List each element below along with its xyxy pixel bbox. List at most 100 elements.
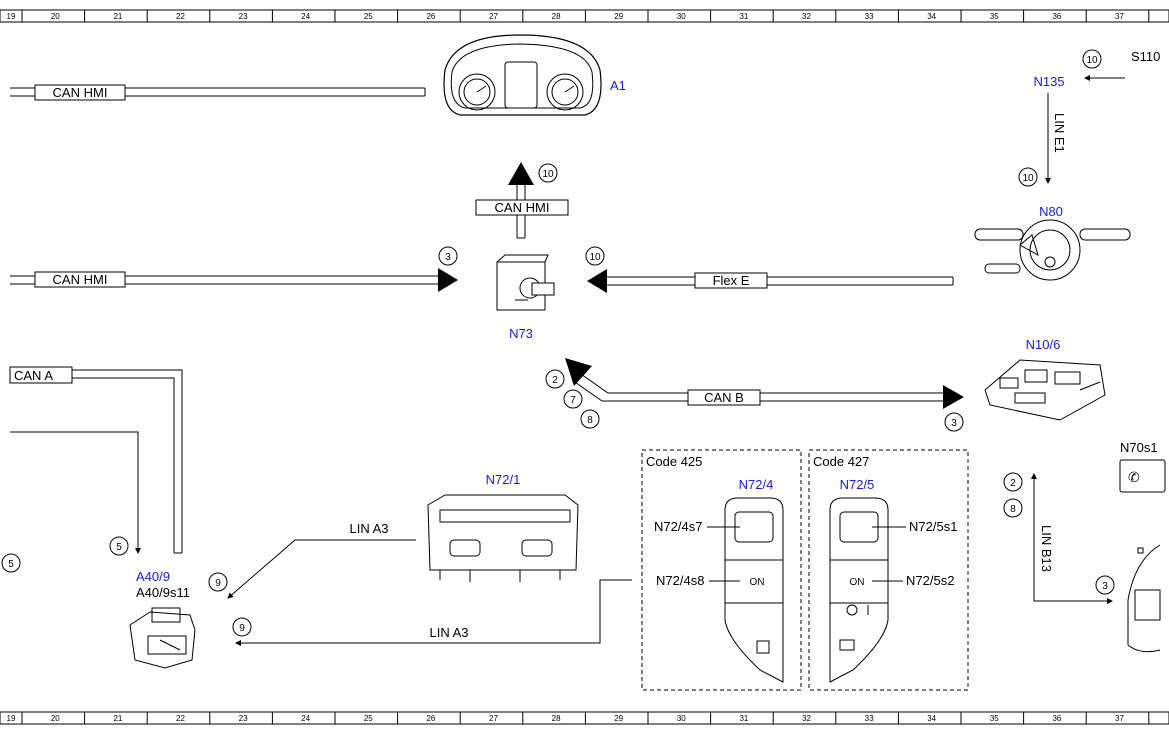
marker-9-lower: 9 (232, 617, 252, 637)
svg-text:8: 8 (1010, 504, 1016, 515)
flex-e-label: Flex E (713, 273, 750, 288)
lin-a3-lower-label: LIN A3 (429, 625, 468, 640)
ruler-tick-label: 28 (552, 12, 561, 21)
marker-5-edge: 5 (1, 553, 21, 573)
ruler-tick-label: 28 (552, 714, 561, 723)
can-b-line: CAN B (565, 358, 964, 409)
marker-3-n73: 3 (438, 246, 458, 266)
ignition-switch-icon (496, 254, 555, 311)
switch-panel-left-icon (724, 497, 784, 683)
marker-8-linb13: 8 (1003, 498, 1023, 518)
label-n72-5s2: N72/5s2 (906, 573, 954, 588)
ruler-tick-label: 30 (677, 714, 686, 723)
ruler-tick-label: 22 (176, 714, 185, 723)
label-a1: A1 (610, 78, 626, 93)
label-n80: N80 (1039, 204, 1063, 219)
switch-panel-right-icon (829, 497, 889, 683)
label-n73: N73 (509, 326, 533, 341)
ruler-tick-label: 19 (7, 714, 16, 723)
ruler-tick-label: 26 (426, 714, 435, 723)
can-a-label: CAN A (14, 368, 53, 383)
instrument-cluster-icon (443, 34, 602, 116)
can-hmi-mid-label: CAN HMI (53, 272, 108, 287)
phone-service-icon: ✆ (1119, 459, 1166, 493)
ruler-tick-label: 35 (990, 12, 999, 21)
can-a-line: CAN A (9, 366, 183, 554)
can-hmi-top-line: CAN HMI (10, 84, 426, 101)
ruler-tick-label: 24 (301, 714, 310, 723)
ruler-tick-label: 20 (51, 714, 60, 723)
code-425-label: Code 425 (646, 454, 702, 469)
ruler-tick-label: 23 (239, 714, 248, 723)
svg-text:✆: ✆ (1128, 470, 1140, 486)
ruler-tick-label: 35 (990, 714, 999, 723)
can-hmi-mid-line: CAN HMI (10, 268, 458, 292)
label-n10-6: N10/6 (1026, 337, 1061, 352)
marker-7-canb: 7 (563, 389, 583, 409)
svg-text:10: 10 (542, 169, 554, 180)
marker-10-flex: 10 (585, 246, 605, 266)
can-hmi-vertical-label: CAN HMI (495, 200, 550, 215)
ruler-tick-label: 24 (301, 12, 310, 21)
markers: 10 10 10 3 10 2 7 8 3 2 8 3 5 5 9 9 (1, 49, 1115, 637)
ruler-tick-label: 19 (7, 12, 16, 21)
ruler-tick-label: 27 (489, 12, 498, 21)
svg-text:3: 3 (1102, 581, 1108, 592)
svg-text:2: 2 (552, 375, 558, 386)
label-n72-4s7: N72/4s7 (654, 519, 702, 534)
svg-text:7: 7 (570, 395, 576, 406)
svg-text:10: 10 (1022, 173, 1034, 184)
ruler-tick-label: 27 (489, 714, 498, 723)
ruler-tick-label: 25 (364, 714, 373, 723)
ruler-tick-label: 22 (176, 12, 185, 21)
svg-text:3: 3 (951, 418, 957, 429)
marker-2-canb: 2 (545, 369, 565, 389)
marker-10-a1: 10 (538, 163, 558, 183)
svg-text:10: 10 (589, 252, 601, 263)
label-n72-5: N72/5 (840, 477, 875, 492)
marker-10-s110: 10 (1082, 49, 1102, 69)
ruler-tick-label: 32 (802, 12, 811, 21)
marker-3-linb13: 3 (1095, 575, 1115, 595)
ruler-tick-label: 25 (364, 12, 373, 21)
label-a40-9s11: A40/9s11 (136, 585, 190, 600)
code-427-label: Code 427 (813, 454, 869, 469)
code-427-box (808, 449, 969, 691)
flex-e-line: Flex E (587, 269, 954, 293)
on-button-left: ON (750, 577, 765, 588)
lin-e1-label: LIN E1 (1052, 113, 1067, 153)
marker-3-canb: 3 (944, 412, 964, 432)
overhead-module-icon (1127, 544, 1161, 653)
svg-text:10: 10 (1086, 55, 1098, 66)
ruler-frame (0, 711, 1169, 725)
label-n135: N135 (1033, 74, 1064, 89)
marker-9-upper: 9 (208, 572, 228, 592)
ruler-tick-label: 29 (614, 714, 623, 723)
label-n72-5s1: N72/5s1 (909, 519, 957, 534)
ruler-tick-label: 33 (865, 12, 874, 21)
label-n72-1: N72/1 (486, 472, 521, 487)
ruler-tick-label: 34 (927, 12, 936, 21)
svg-text:9: 9 (239, 623, 245, 634)
code-425-box (641, 449, 802, 691)
control-unit-icon (984, 359, 1106, 421)
switch-module-icon (129, 607, 196, 669)
label-n72-4: N72/4 (739, 477, 774, 492)
svg-text:8: 8 (587, 415, 593, 426)
ruler-frame (0, 9, 1169, 23)
lin-a3-upper-label: LIN A3 (349, 521, 388, 536)
ruler-tick-label: 31 (739, 12, 748, 21)
can-hmi-vertical-line: CAN HMI (475, 162, 569, 239)
marker-5-left: 5 (109, 536, 129, 556)
label-s110: S110 (1131, 49, 1160, 64)
marker-2-linb13: 2 (1003, 472, 1023, 492)
ruler-tick-label: 26 (426, 12, 435, 21)
svg-text:9: 9 (215, 578, 221, 589)
marker-8-canb: 8 (580, 409, 600, 429)
ruler-tick-label: 36 (1052, 12, 1061, 21)
label-n72-4s8: N72/4s8 (656, 573, 704, 588)
can-b-label: CAN B (704, 390, 744, 405)
